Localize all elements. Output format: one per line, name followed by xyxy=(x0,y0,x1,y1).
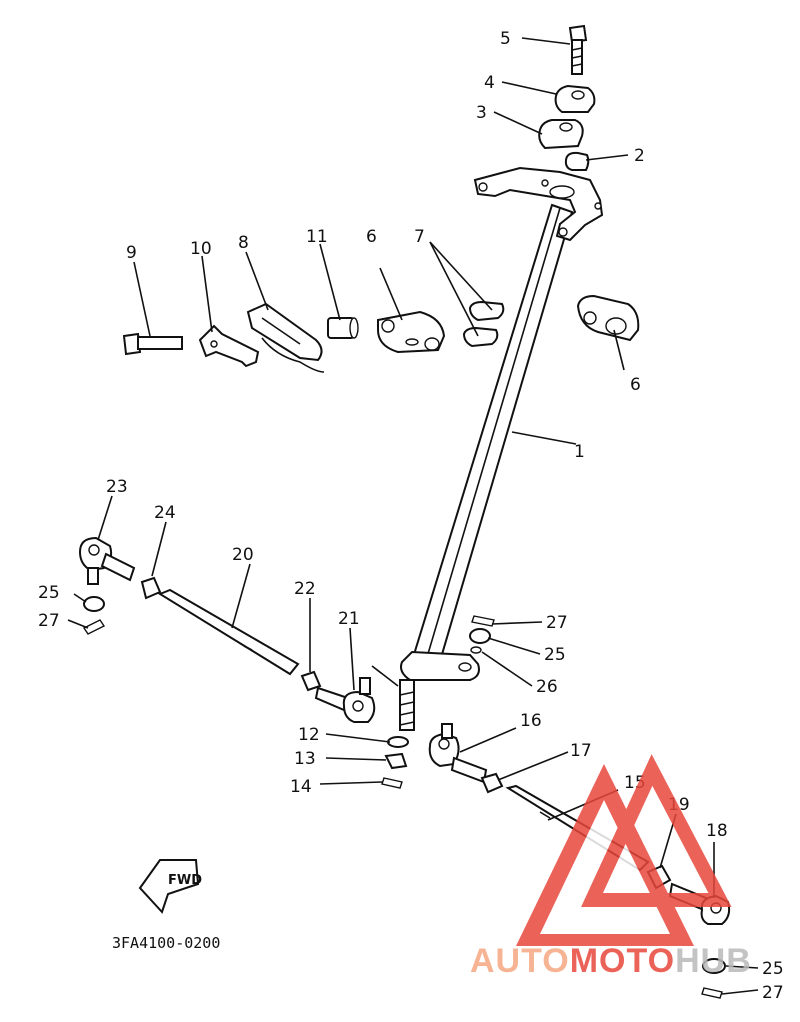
part-labels: 5 4 3 2 9 10 8 11 6 7 6 1 23 24 20 22 21… xyxy=(38,29,784,1003)
leader-lines xyxy=(67,37,759,995)
watermark-text-auto: AUTO xyxy=(470,942,570,980)
top-bracket xyxy=(473,166,604,242)
fwd-label: FWD xyxy=(168,873,202,888)
cotter-27-c-shape xyxy=(701,987,723,999)
label-part-21: 21 xyxy=(338,609,360,629)
label-part-22: 22 xyxy=(294,579,316,599)
clips-7-shape xyxy=(462,300,505,348)
label-part-13: 13 xyxy=(294,749,316,769)
tie-rod-end-21-shape xyxy=(314,677,376,723)
nut-25-a-shape xyxy=(83,596,105,612)
diagram-code: 3FA4100-0200 xyxy=(112,934,220,952)
cotter-27-a-shape xyxy=(82,619,106,635)
label-part-27-c: 27 xyxy=(762,983,784,1003)
label-part-14: 14 xyxy=(290,777,312,797)
holder-6-left-shape xyxy=(377,310,446,354)
label-part-6-right: 6 xyxy=(630,375,641,395)
collar-11-shape xyxy=(327,317,359,339)
steering-column xyxy=(399,203,574,731)
label-part-17: 17 xyxy=(570,741,592,761)
label-part-4: 4 xyxy=(484,73,495,93)
holder-3-shape xyxy=(538,119,584,150)
bolt-9-shape xyxy=(122,332,183,356)
label-part-27-a: 27 xyxy=(38,611,60,631)
label-part-2: 2 xyxy=(634,146,645,166)
label-part-25-c: 25 xyxy=(762,959,784,979)
watermark: AUTOMOTOHUB xyxy=(470,754,752,980)
cap-2-shape xyxy=(564,151,590,171)
label-part-8: 8 xyxy=(238,233,249,253)
label-part-11: 11 xyxy=(306,227,328,247)
label-part-7: 7 xyxy=(414,227,425,247)
nut-25-c-shape xyxy=(702,958,726,974)
nut-24-shape xyxy=(140,576,162,600)
label-part-6-left: 6 xyxy=(366,227,377,247)
label-part-18: 18 xyxy=(706,821,728,841)
label-part-25-a: 25 xyxy=(38,583,60,603)
tie-rod-20-shape xyxy=(157,588,300,676)
label-part-23: 23 xyxy=(106,477,128,497)
cotter-27-b-shape xyxy=(471,615,495,627)
holder-6-right-shape xyxy=(576,294,640,342)
plate-8-shape xyxy=(246,302,325,373)
label-part-10: 10 xyxy=(190,239,212,259)
label-part-5: 5 xyxy=(500,29,511,49)
label-part-20: 20 xyxy=(232,545,254,565)
label-part-24: 24 xyxy=(154,503,176,523)
washer-12-shape xyxy=(387,736,409,748)
label-part-26: 26 xyxy=(536,677,558,697)
svg-text:AUTOMOTOHUB: AUTOMOTOHUB xyxy=(470,942,752,980)
nut-25-b-shape xyxy=(469,628,491,644)
tie-rod-end-23-shape xyxy=(78,536,136,585)
watermark-text-moto: MOTO xyxy=(570,942,675,980)
nut-13-shape xyxy=(384,752,408,770)
bolt-5-shape xyxy=(568,24,588,75)
cotter-14-shape xyxy=(381,777,403,789)
label-part-16: 16 xyxy=(520,711,542,731)
label-part-12: 12 xyxy=(298,725,320,745)
fwd-arrow: FWD xyxy=(138,859,202,914)
lock-plate-10-shape xyxy=(198,324,260,368)
label-part-9: 9 xyxy=(126,243,137,263)
washer-26-shape xyxy=(470,646,482,654)
holder-4-shape xyxy=(554,84,596,113)
watermark-logo-mark xyxy=(516,754,732,946)
watermark-text-hub: HUB xyxy=(675,942,752,980)
label-part-27-b: 27 xyxy=(546,613,568,633)
tie-rod-end-16-shape xyxy=(428,723,488,784)
nut-17-shape xyxy=(480,772,504,794)
label-part-3: 3 xyxy=(476,103,487,123)
label-part-25-b: 25 xyxy=(544,645,566,665)
nut-22-shape xyxy=(300,670,322,692)
label-part-1: 1 xyxy=(574,442,585,462)
